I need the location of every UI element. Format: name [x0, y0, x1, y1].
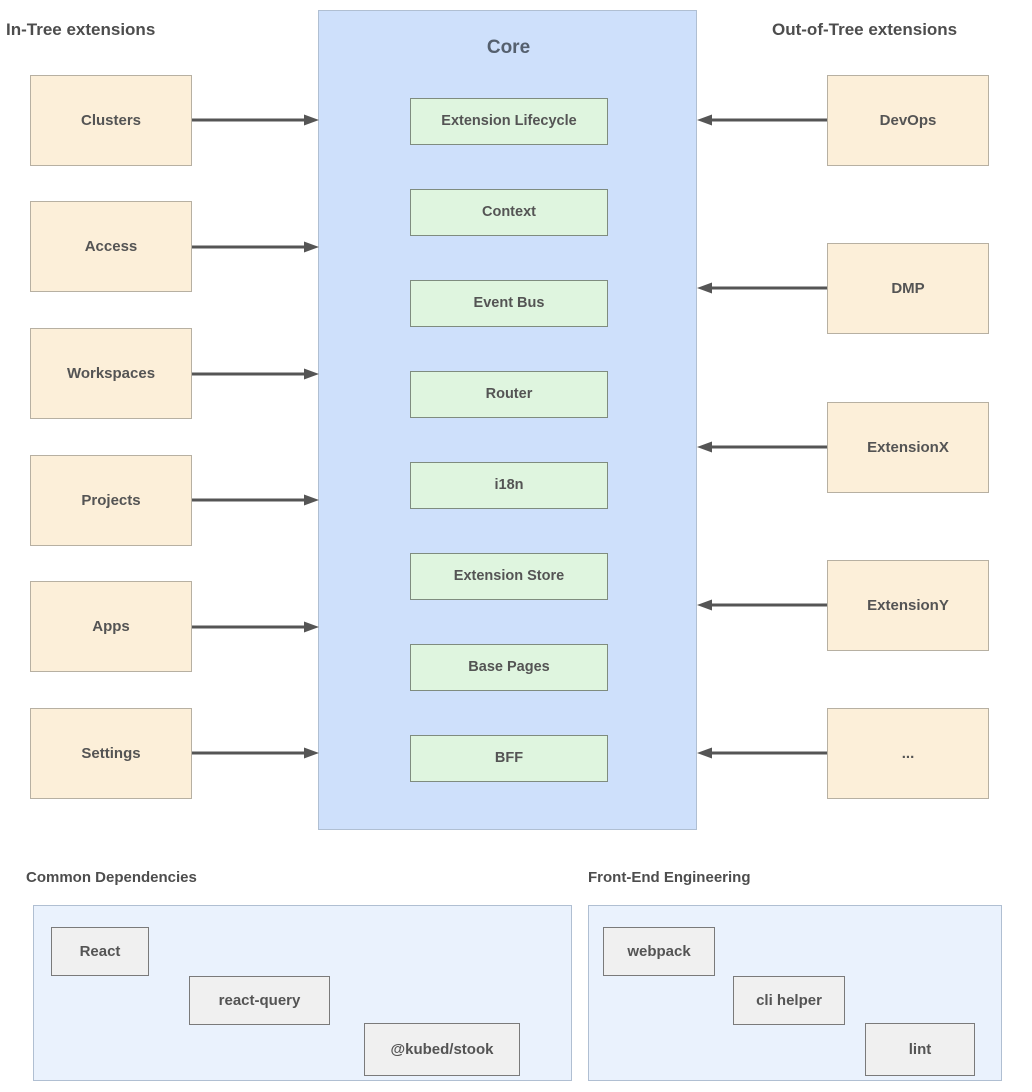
- core-module-extension-store[interactable]: Extension Store: [410, 553, 608, 600]
- core-module-router[interactable]: Router: [410, 371, 608, 418]
- tooling-chip-lint[interactable]: lint: [865, 1023, 975, 1076]
- core-module-extension-lifecycle[interactable]: Extension Lifecycle: [410, 98, 608, 145]
- arrow-clusters-to-core: [192, 114, 319, 126]
- in-tree-extension-access[interactable]: Access: [30, 201, 192, 292]
- arrow-ellipsis-to-core: [697, 747, 827, 759]
- in-tree-extension-workspaces[interactable]: Workspaces: [30, 328, 192, 419]
- tooling-chip-cli-helper[interactable]: cli helper: [733, 976, 845, 1025]
- arrow-dmp-to-core: [697, 282, 827, 294]
- core-module-base-pages[interactable]: Base Pages: [410, 644, 608, 691]
- out-of-tree-extension-dmp[interactable]: DMP: [827, 243, 989, 334]
- front-end-engineering-panel: webpack cli helper lint create-ks-ext: [588, 905, 1002, 1081]
- out-of-tree-extensions-heading: Out-of-Tree extensions: [772, 20, 958, 39]
- in-tree-extension-projects[interactable]: Projects: [30, 455, 192, 546]
- in-tree-extension-settings[interactable]: Settings: [30, 708, 192, 799]
- arrow-settings-to-core: [192, 747, 319, 759]
- core-module-bff[interactable]: BFF: [410, 735, 608, 782]
- dependency-chip-kubed-stook[interactable]: @kubed/stook: [364, 1023, 520, 1076]
- in-tree-extension-clusters[interactable]: Clusters: [30, 75, 192, 166]
- core-panel-label: Core: [486, 37, 531, 58]
- core-panel: Core Extension Lifecycle Context Event B…: [318, 10, 697, 830]
- arrow-workspaces-to-core: [192, 368, 319, 380]
- arrow-apps-to-core: [192, 621, 319, 633]
- core-module-event-bus[interactable]: Event Bus: [410, 280, 608, 327]
- arrow-extensiony-to-core: [697, 599, 827, 611]
- common-dependencies-heading: Common Dependencies: [26, 869, 197, 886]
- out-of-tree-extension-extensiony[interactable]: ExtensionY: [827, 560, 989, 651]
- out-of-tree-extension-devops[interactable]: DevOps: [827, 75, 989, 166]
- out-of-tree-extension-extensionx[interactable]: ExtensionX: [827, 402, 989, 493]
- core-module-i18n[interactable]: i18n: [410, 462, 608, 509]
- arrow-access-to-core: [192, 241, 319, 253]
- arrow-extensionx-to-core: [697, 441, 827, 453]
- in-tree-extensions-heading: In-Tree extensions: [6, 20, 156, 39]
- common-dependencies-panel: React react-query @kubed/stook kube-desi…: [33, 905, 572, 1081]
- core-module-context[interactable]: Context: [410, 189, 608, 236]
- arrow-projects-to-core: [192, 494, 319, 506]
- in-tree-extension-apps[interactable]: Apps: [30, 581, 192, 672]
- arrow-devops-to-core: [697, 114, 827, 126]
- tooling-chip-webpack[interactable]: webpack: [603, 927, 715, 976]
- dependency-chip-react[interactable]: React: [51, 927, 149, 976]
- out-of-tree-extension-ellipsis[interactable]: ...: [827, 708, 989, 799]
- front-end-engineering-heading: Front-End Engineering: [588, 869, 751, 886]
- dependency-chip-react-query[interactable]: react-query: [189, 976, 330, 1025]
